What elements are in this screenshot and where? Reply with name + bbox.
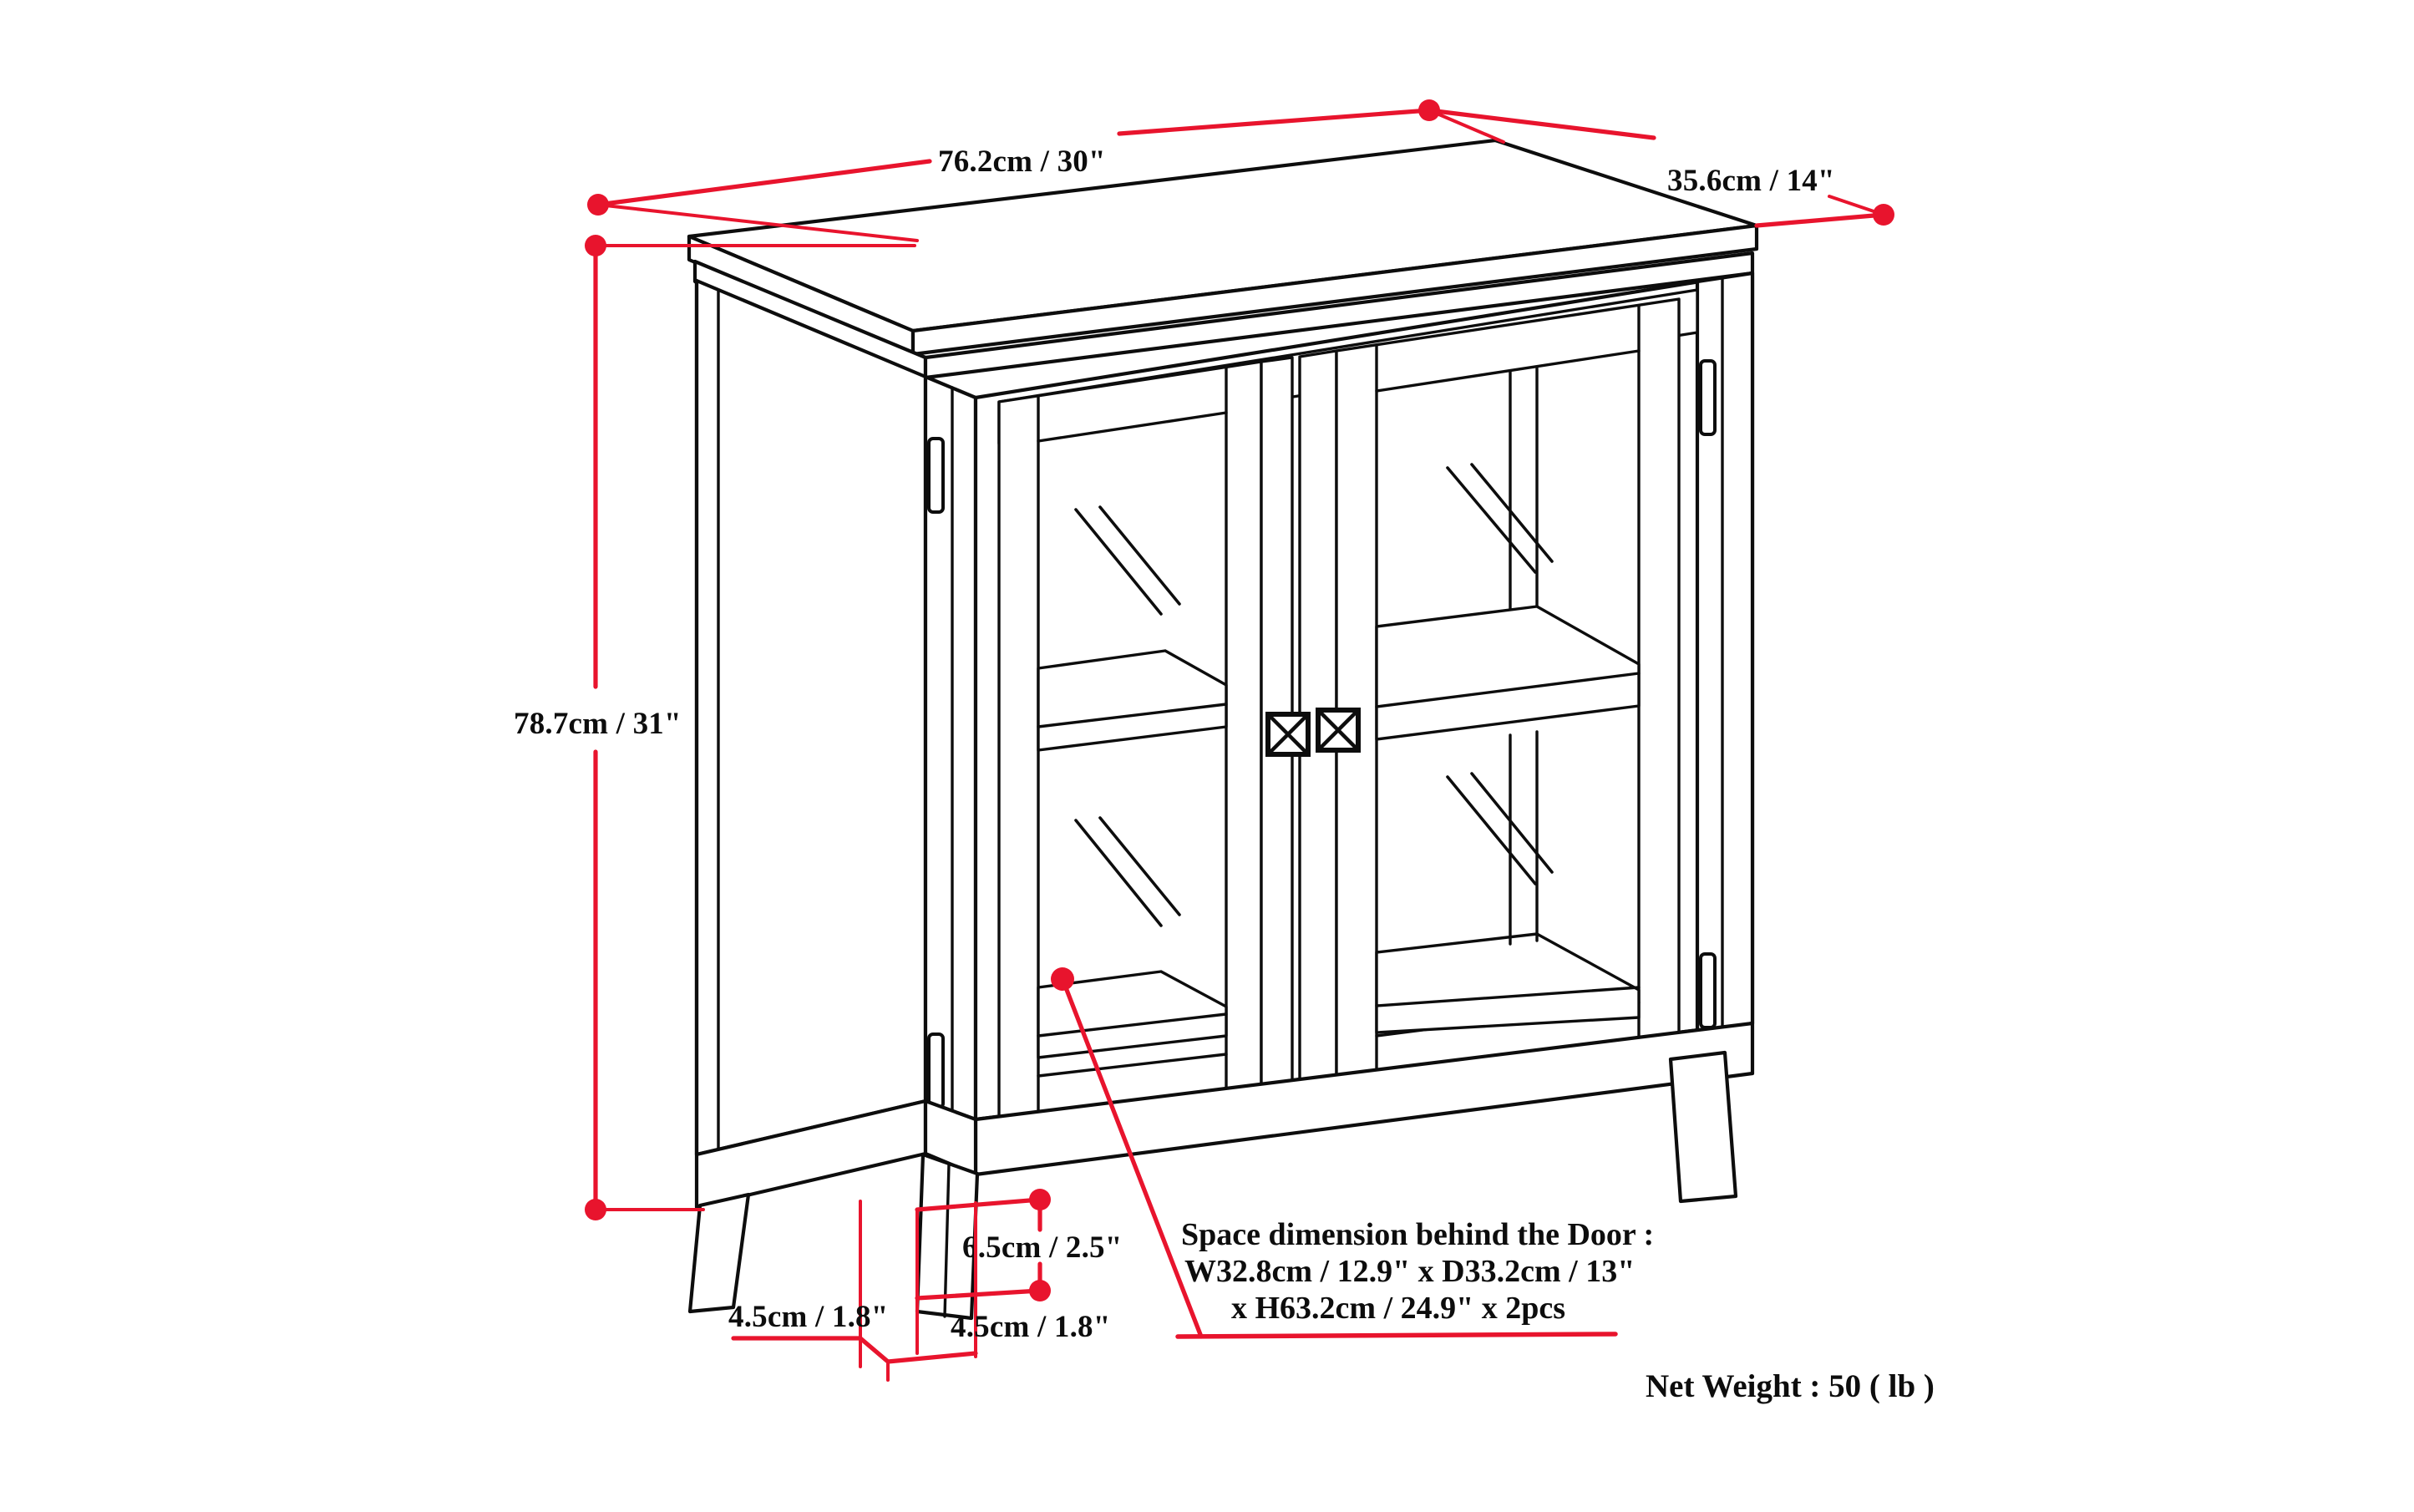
dimension-height: 78.7cm / 31"	[514, 235, 916, 1220]
right-door[interactable]	[1335, 297, 1681, 1088]
net-weight-label: Net Weight : 50 ( lb )	[1646, 1368, 1935, 1404]
space-callout-underline	[1175, 1332, 1618, 1339]
top-panel-right-edge	[910, 223, 1759, 357]
right-shelf-front-edge	[1375, 672, 1641, 708]
cabinet-body	[687, 138, 1759, 1321]
left-shelf-front-edge	[1037, 703, 1228, 728]
depth-endpoint-dot-right	[1873, 204, 1894, 226]
leg-height-upper-tick	[915, 1197, 1042, 1212]
glass-reflection-icon	[1446, 463, 1554, 574]
right-door-knob[interactable]	[1316, 708, 1361, 753]
dimension-width: 76.2cm / 30"	[587, 99, 1505, 242]
right-bottom-front-edge	[1375, 986, 1641, 1007]
hinge-icon	[927, 437, 945, 514]
space-behind-door-callout: Space dimension behind the Door : W32.8c…	[1051, 967, 1654, 1339]
leg-height-label: 6.5cm / 2.5"	[962, 1230, 1122, 1265]
foot-left-label: 4.5cm / 1.8"	[728, 1300, 888, 1334]
dimension-foot: 4.5cm / 1.8" 4.5cm / 1.8"	[728, 1200, 1110, 1382]
leg-base-shadow	[915, 1310, 973, 1320]
width-leader-left	[596, 203, 919, 242]
depth-dimension-line-right	[1754, 212, 1886, 228]
space-callout-leader	[1060, 977, 1204, 1339]
width-endpoint-dot-left	[587, 194, 609, 216]
height-endpoint-dot-bottom	[585, 1199, 606, 1220]
glass-reflection-icon	[1446, 772, 1554, 885]
space-callout-dot	[1051, 967, 1074, 991]
space-note-line1: Space dimension behind the Door :	[1181, 1217, 1654, 1252]
height-dimension-label: 78.7cm / 31"	[514, 707, 682, 741]
hinge-icon	[1699, 359, 1717, 436]
hinge-icon	[927, 1033, 945, 1109]
left-interior-shelf	[1037, 649, 1228, 752]
leg-front-left-inner	[943, 1163, 951, 1318]
left-door-knob[interactable]	[1265, 712, 1311, 757]
width-dimension-label: 76.2cm / 30"	[938, 145, 1106, 179]
leg-rear-left	[687, 1192, 751, 1314]
left-door-bottom-rail	[1037, 1053, 1228, 1078]
leg-height-dot-top	[1029, 1189, 1051, 1210]
dimension-leg-height: 6.5cm / 2.5"	[915, 1189, 1122, 1301]
left-door[interactable]	[997, 360, 1263, 1128]
leg-height-dot-bottom	[1029, 1280, 1051, 1301]
width-leader-right	[1428, 109, 1505, 144]
dimension-depth: 35.6cm / 14"	[1427, 108, 1894, 228]
leg-front-right	[1668, 1050, 1738, 1204]
glass-reflection-icon	[1074, 816, 1181, 927]
depth-dimension-label: 35.6cm / 14"	[1667, 164, 1835, 198]
space-note-line2: W32.8cm / 12.9" x D33.2cm / 13"	[1184, 1254, 1635, 1289]
height-endpoint-dot-top	[585, 235, 606, 256]
leg-height-lower-tick	[915, 1288, 1042, 1301]
left-bottom-front-edge	[1037, 1012, 1228, 1038]
glass-reflection-icon	[1074, 505, 1181, 616]
foot-right-label: 4.5cm / 1.8"	[951, 1310, 1110, 1344]
width-dimension-line-right	[1117, 108, 1432, 136]
right-interior-shelf	[1375, 605, 1641, 741]
left-side-panel	[694, 278, 928, 1157]
hinge-icon	[1699, 952, 1717, 1029]
right-door-top-rail	[1375, 349, 1641, 393]
left-door-top-rail	[1037, 411, 1228, 443]
width-dimension-line	[596, 159, 932, 207]
depth-dimension-line	[1427, 108, 1656, 140]
space-note-line3: x H63.2cm / 24.9" x 2pcs	[1231, 1291, 1565, 1326]
